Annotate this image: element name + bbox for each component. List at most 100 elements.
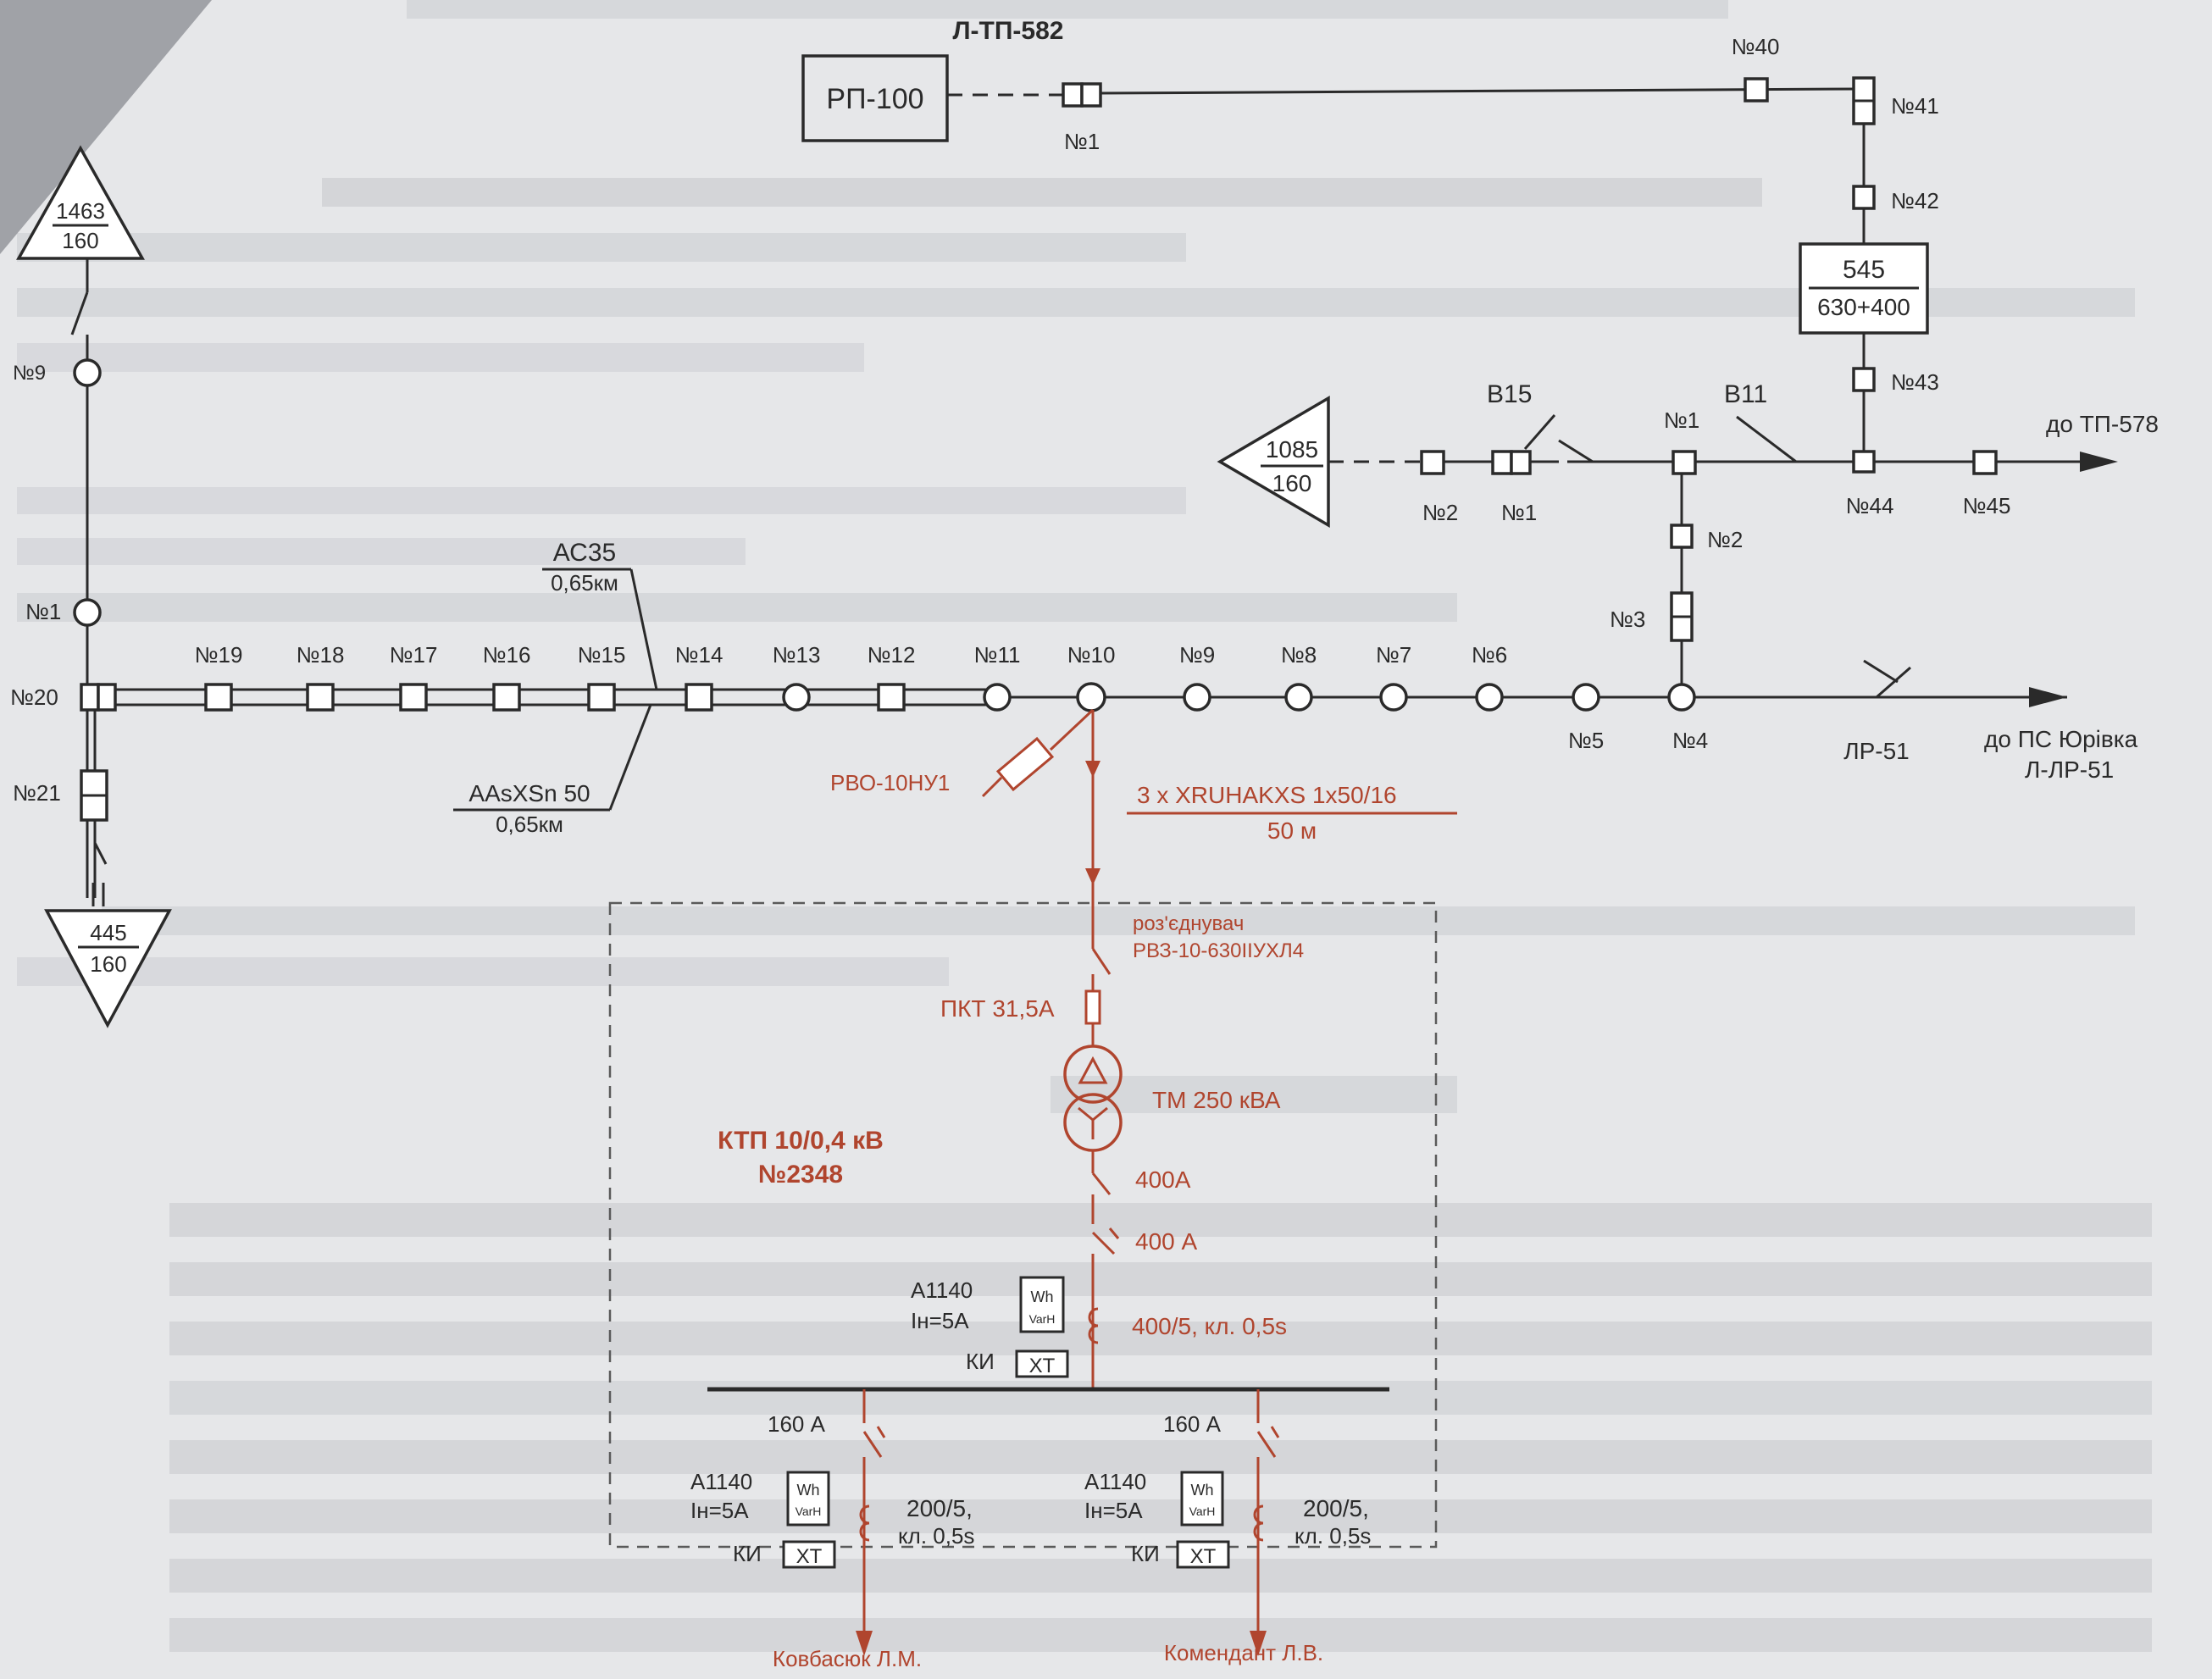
- meter-feeder-2: А1140 Iн=5А КИ Wh VarH ХТ: [1084, 1469, 1230, 1569]
- meter-feeder-1: А1140 Iн=5А КИ Wh VarH ХТ: [690, 1469, 836, 1569]
- pole-main-4: [587, 683, 616, 712]
- b15-label: В15: [1487, 380, 1532, 408]
- pole-main-11: [1284, 683, 1313, 712]
- aas-wire-label: AAsXSn 50: [468, 780, 590, 806]
- feeder-2-rating: 160 А: [1163, 1411, 1222, 1437]
- pole-label-vert-n3: №3: [1610, 607, 1645, 632]
- pole-label-main-2: №17: [390, 642, 438, 668]
- meter-main-varh: VarH: [1029, 1312, 1056, 1326]
- ac35-wire-label: АС35: [553, 539, 616, 567]
- breaker-feeder-1: [862, 1431, 883, 1458]
- pole-main-1: [306, 683, 335, 712]
- pole-n4: [1667, 683, 1696, 712]
- pole-n20-a: [80, 683, 100, 712]
- meter-f2-wh: Wh: [1191, 1482, 1214, 1499]
- pole-main-5: [685, 683, 713, 712]
- arrow-feeder-1: [856, 1631, 873, 1656]
- triangle-445-number: 445: [90, 920, 126, 945]
- b11-label: В11: [1724, 380, 1767, 408]
- triangle-445-capacity: 160: [90, 951, 126, 977]
- pole-n45: [1972, 450, 1998, 475]
- rvo-label: РВО-10НУ1: [830, 770, 950, 795]
- switch-top-left: [70, 291, 89, 335]
- feeder-2-ct-ratio: 200/5,: [1303, 1495, 1369, 1521]
- pole-left-n1-a: [1491, 450, 1513, 475]
- pole-label-left-n2: №2: [1422, 500, 1458, 525]
- transformer-primary: [1063, 1045, 1123, 1104]
- pole-n20-b: [97, 683, 117, 712]
- pole-label-left-n1: №1: [1501, 500, 1537, 525]
- meter-main-ki: КИ: [966, 1349, 995, 1374]
- pole-label-left-n9: №9: [13, 362, 46, 385]
- left-feeder-section: 1463 160 №9 №1 №20 №21 445 160: [10, 145, 172, 1028]
- switch-b15: [1558, 439, 1594, 463]
- pole-left-n1-b: [1510, 450, 1532, 475]
- meter-f2-ki: КИ: [1131, 1541, 1160, 1566]
- line-lr-51-label: Л-ЛР-51: [2025, 756, 2114, 783]
- switch-lr-51: [1876, 666, 1911, 699]
- meter-main-current: Iн=5А: [911, 1308, 969, 1333]
- pole-label-n44: №44: [1846, 493, 1894, 518]
- pole-top-n1b: [1671, 450, 1697, 475]
- feeder-1-rating: 160 А: [768, 1411, 826, 1437]
- meter-f1-wh: Wh: [797, 1482, 820, 1499]
- pole-label-main-6: №13: [773, 642, 821, 668]
- triangle-tp-1085: [1217, 395, 1330, 529]
- feeder-1-ct-ratio: 200/5,: [906, 1495, 973, 1521]
- feeder-1-ct-class: кл. 0,5s: [898, 1523, 974, 1549]
- fuse-pkt: [1084, 989, 1101, 1025]
- pole-label-main-5: №14: [675, 642, 723, 668]
- pole-label-n42: №42: [1891, 188, 1939, 213]
- meter-f2-current: Iн=5А: [1084, 1498, 1143, 1523]
- pole-n40: [1744, 77, 1769, 103]
- pole-vert-n2: [1670, 524, 1694, 549]
- fuse-pkt-label: ПКТ 31,5А: [940, 995, 1055, 1022]
- cable-label: 3 x XRUHAKXS 1x50/16: [1137, 782, 1397, 808]
- breaker-400a: [1091, 1231, 1116, 1255]
- pole-left-n2: [1420, 450, 1445, 475]
- meter-f1-ki: КИ: [733, 1541, 762, 1566]
- pole-label-main-3: №16: [483, 642, 531, 668]
- consumer-2-label: Комендант Л.В.: [1164, 1640, 1323, 1665]
- ct-main-label: 400/5, кл. 0,5s: [1132, 1313, 1287, 1339]
- pole-top-n1-a: [1062, 82, 1084, 108]
- feeder-2-ct-class: кл. 0,5s: [1294, 1523, 1371, 1549]
- pole-label-main-12: №7: [1376, 642, 1411, 668]
- rating-400a-bottom: 400 А: [1135, 1228, 1197, 1255]
- rating-400a-top: 400А: [1135, 1166, 1191, 1193]
- top-line-section: РП-100 Л-ТП-582 №1 №40 №41 №42 545 630+4…: [801, 17, 2159, 695]
- meter-f1-varh: VarH: [796, 1504, 822, 1518]
- pole-main-3: [492, 683, 521, 712]
- meter-f1-model: А1140: [690, 1469, 752, 1494]
- aas-length-label: 0,65км: [496, 812, 563, 837]
- pole-label-n43: №43: [1891, 369, 1939, 395]
- pole-label-vert-n2: №2: [1707, 527, 1743, 552]
- lr-51-label: ЛР-51: [1843, 738, 1910, 764]
- transformer-label: ТМ 250 кВА: [1152, 1087, 1281, 1113]
- pole-main-10: [1183, 683, 1211, 712]
- ac35-length-label: 0,65км: [551, 570, 618, 596]
- pole-main-13: [1475, 683, 1504, 712]
- meter-f2-model: А1140: [1084, 1469, 1146, 1494]
- meter-f1-current: Iн=5А: [690, 1498, 749, 1523]
- meter-f2-xt: ХТ: [1190, 1545, 1217, 1568]
- pole-main-7: [877, 683, 906, 712]
- pole-main-2: [399, 683, 428, 712]
- pole-label-main-13: №6: [1472, 642, 1507, 668]
- meter-main-xt: ХТ: [1029, 1355, 1056, 1377]
- ktp-title: КТП 10/0,4 кВ: [718, 1127, 884, 1155]
- disconnector-label-2: РВЗ-10-630ІІУХЛ4: [1133, 939, 1304, 962]
- breaker-feeder-2: [1256, 1431, 1277, 1458]
- meter-main-wh: Wh: [1031, 1288, 1054, 1305]
- triangle-1085-capacity: 160: [1272, 470, 1312, 496]
- ktp-number: №2348: [758, 1161, 843, 1189]
- triangle-1463-capacity: 160: [62, 228, 98, 253]
- consumer-1-label: Ковбасюк Л.М.: [773, 1646, 922, 1671]
- cable-length-label: 50 м: [1267, 817, 1317, 844]
- pole-label-n40: №40: [1732, 34, 1780, 59]
- pole-label-main-8: №11: [974, 642, 1021, 668]
- triangle-1085-number: 1085: [1266, 436, 1318, 463]
- pole-label-main-0: №19: [195, 642, 243, 668]
- pole-n43: [1852, 367, 1876, 392]
